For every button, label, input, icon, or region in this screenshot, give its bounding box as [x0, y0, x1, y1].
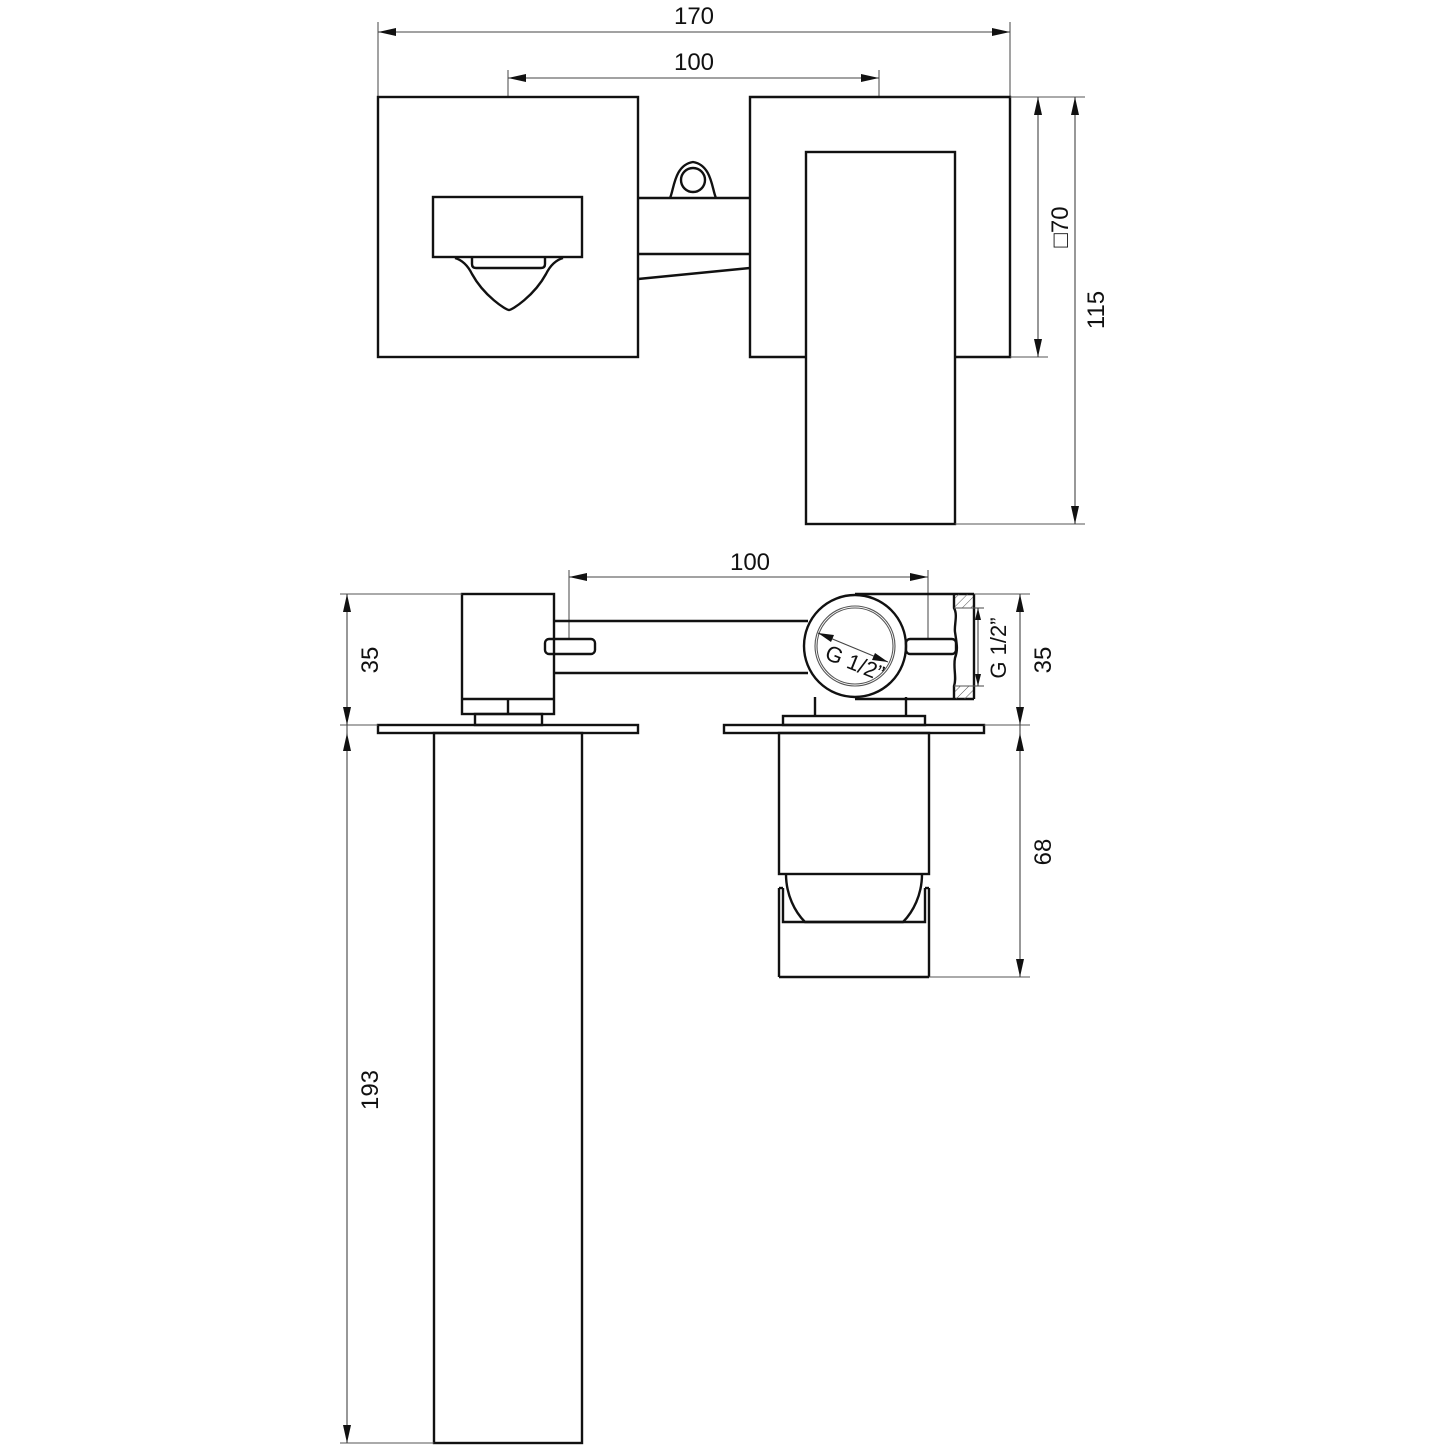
dimension-label-100-front: 100: [674, 49, 714, 76]
dimension-overall-height: 115: [955, 97, 1110, 525]
dimension-label-square-70: □70: [1047, 206, 1074, 247]
dimension-label-115: 115: [1083, 291, 1110, 329]
valve-body-side: G 1/2”: [781, 592, 976, 727]
handle-plate-front: [376, 95, 640, 359]
connector-body-front: [637, 160, 751, 281]
dimension-body-projection: 68: [929, 725, 1057, 978]
thread-label-side: G 1/2”: [986, 617, 1011, 678]
dimension-center-distance-front: 100: [507, 49, 880, 97]
spout-plate-front: [748, 95, 1012, 526]
dimension-label-68: 68: [1030, 839, 1057, 866]
dimension-handle-depth: 35: [340, 593, 462, 726]
dimension-label-100-side: 100: [730, 549, 770, 576]
dimension-plate-square: □70: [1010, 96, 1085, 358]
dimension-connection-depth: 35: [974, 593, 1057, 726]
spout-body-side: [432, 731, 584, 1445]
dimension-label-35-right: 35: [1030, 647, 1057, 674]
handle-block-side: [460, 592, 597, 727]
side-view: 100: [340, 549, 1057, 1445]
dimension-overall-width: 170: [377, 3, 1011, 97]
dimension-center-distance-side: 100: [568, 549, 929, 640]
wall-plate-right: [722, 723, 986, 735]
front-view: 170 100: [376, 3, 1110, 526]
dimension-thread-side: G 1/2”: [974, 607, 1011, 687]
dimension-label-170: 170: [674, 3, 714, 30]
dimension-label-193: 193: [357, 1070, 384, 1110]
handle-body-lower: [777, 731, 931, 979]
dimension-spout-projection: 193: [340, 725, 434, 1444]
connecting-pipe-side: [554, 619, 808, 675]
dimension-label-35-left: 35: [357, 647, 384, 674]
